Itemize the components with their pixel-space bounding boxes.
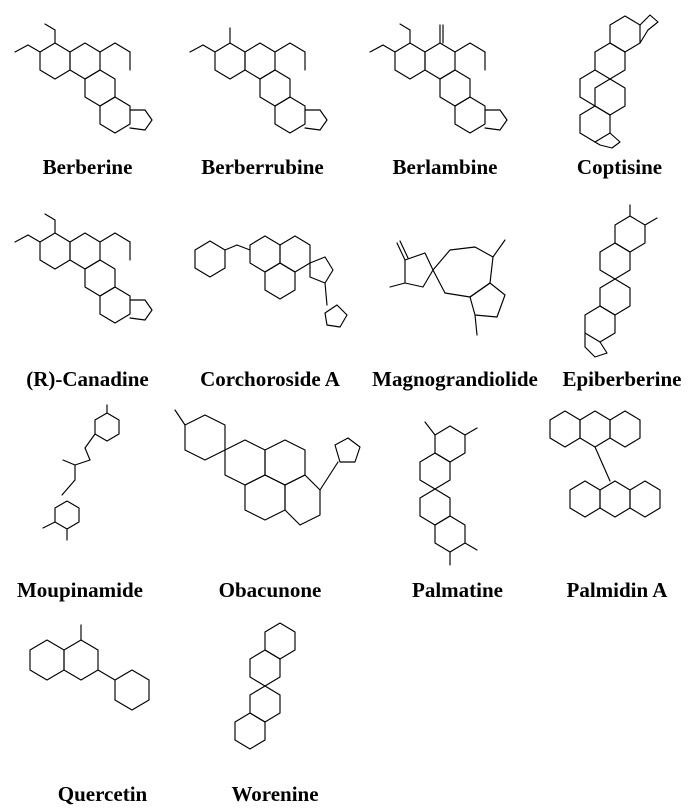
compound-name: Corchoroside A bbox=[200, 367, 340, 391]
compound-corchoroside-a: Corchoroside A bbox=[175, 195, 365, 400]
coptisine-structure bbox=[579, 14, 659, 149]
palmidin-a-structure bbox=[549, 410, 661, 518]
compound-berberine: Berberine bbox=[0, 0, 175, 195]
compound-name: Berberine bbox=[42, 155, 133, 179]
palmatine-structure bbox=[419, 421, 478, 566]
compound-palmatine: Palmatine bbox=[380, 400, 535, 610]
compound-name: Coptisine bbox=[576, 155, 663, 179]
berlambine-structure bbox=[369, 23, 508, 134]
compound-name: Epiberberine bbox=[562, 367, 682, 391]
compound-coptisine: Coptisine bbox=[540, 0, 699, 195]
compound-quercetin: Quercetin bbox=[0, 610, 205, 809]
obacunone-structure bbox=[174, 409, 361, 526]
moupinamide-structure bbox=[42, 404, 120, 541]
berberine-structure bbox=[14, 23, 153, 134]
r-canadine-structure bbox=[14, 213, 153, 324]
quercetin-structure bbox=[29, 624, 150, 711]
compound-name: Berberrubine bbox=[201, 155, 324, 179]
epiberberine-structure bbox=[584, 204, 658, 358]
compound-r-canadine: (R)-Canadine bbox=[0, 195, 175, 400]
compound-name: Quercetin bbox=[57, 782, 148, 806]
compound-name: Palmidin A bbox=[566, 578, 668, 602]
compound-moupinamide: Moupinamide bbox=[0, 400, 160, 610]
compound-name: Worenine bbox=[231, 782, 319, 806]
compound-name: Moupinamide bbox=[16, 578, 144, 602]
compound-obacunone: Obacunone bbox=[160, 400, 380, 610]
corchoroside-a-structure bbox=[194, 235, 348, 328]
compound-palmidin-a: Palmidin A bbox=[535, 400, 699, 610]
compound-magnograndiolide: Magnograndiolide bbox=[365, 195, 545, 400]
compound-name: (R)-Canadine bbox=[26, 367, 149, 391]
compound-name: Magnograndiolide bbox=[372, 367, 538, 391]
compound-name: Berlambine bbox=[392, 155, 498, 179]
berberrubine-structure bbox=[189, 27, 328, 134]
compound-berlambine: Berlambine bbox=[350, 0, 540, 195]
worenine-structure bbox=[234, 622, 296, 750]
compound-name: Palmatine bbox=[412, 578, 503, 602]
compound-worenine: Worenine bbox=[205, 610, 345, 809]
compound-name: Obacunone bbox=[218, 578, 322, 602]
compound-berberrubine: Berberrubine bbox=[175, 0, 350, 195]
magnograndiolide-structure bbox=[389, 239, 506, 336]
compound-epiberberine: Epiberberine bbox=[545, 195, 699, 400]
